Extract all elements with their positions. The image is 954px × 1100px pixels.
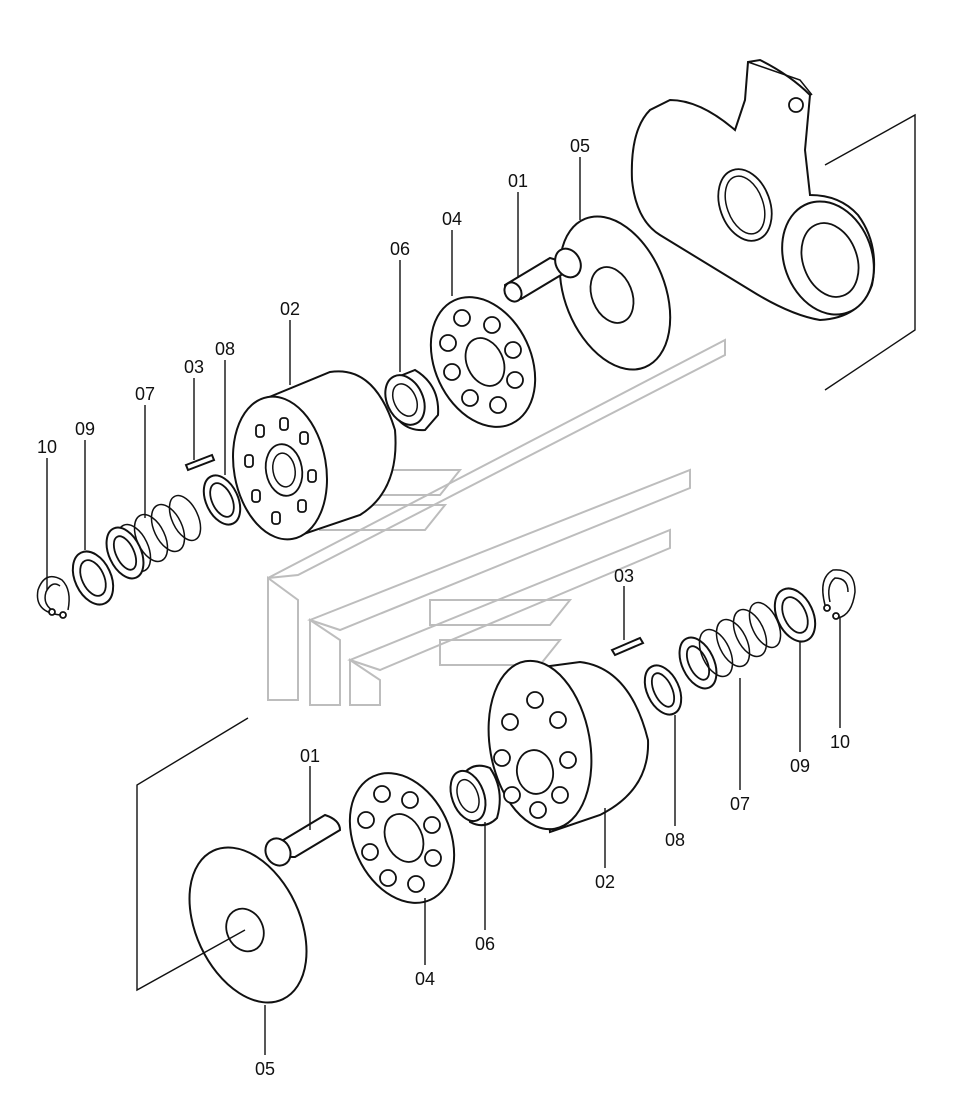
washer-upper — [202, 474, 242, 526]
spring-lower — [678, 601, 782, 690]
label-01-upper: 01 — [508, 171, 528, 191]
label-07-lower: 07 — [730, 794, 750, 814]
valve-plate-lower — [136, 717, 308, 1004]
leader-lines — [46, 157, 841, 1055]
spherical-bushing-lower — [449, 764, 501, 827]
label-06-upper: 06 — [390, 239, 410, 259]
valve-plate-upper — [558, 215, 672, 371]
cylinder-block-upper — [232, 370, 397, 541]
washer-09-lower — [773, 587, 817, 643]
label-07-upper: 07 — [135, 384, 155, 404]
washer-09-upper — [71, 550, 115, 606]
label-04-lower: 04 — [415, 969, 435, 989]
label-08-upper: 08 — [215, 339, 235, 359]
callout-labels: 01 05 04 06 02 08 03 07 09 10 03 10 09 0… — [37, 136, 850, 1079]
label-02-upper: 02 — [280, 299, 300, 319]
retainer-plate-upper — [429, 296, 537, 428]
label-10-upper: 10 — [37, 437, 57, 457]
label-01-lower: 01 — [300, 746, 320, 766]
label-03-lower: 03 — [614, 566, 634, 586]
pin-lower — [610, 636, 645, 657]
center-pin-lower — [264, 813, 342, 867]
label-10-lower: 10 — [830, 732, 850, 752]
pin-upper — [184, 453, 216, 472]
label-08-lower: 08 — [665, 830, 685, 850]
label-09-upper: 09 — [75, 419, 95, 439]
snap-ring-lower — [822, 569, 856, 620]
label-05-upper: 05 — [570, 136, 590, 156]
label-09-lower: 09 — [790, 756, 810, 776]
washer-lower — [643, 664, 683, 716]
center-pin-upper — [503, 247, 582, 303]
housing-bracket — [630, 58, 916, 391]
label-06-lower: 06 — [475, 934, 495, 954]
label-04-upper: 04 — [442, 209, 462, 229]
label-03-upper: 03 — [184, 357, 204, 377]
watermark-logo — [267, 338, 726, 706]
spring-upper — [105, 494, 202, 580]
spherical-bushing-upper — [384, 368, 440, 432]
retainer-plate-lower — [348, 772, 456, 904]
label-02-lower: 02 — [595, 872, 615, 892]
snap-ring-upper — [36, 575, 70, 619]
label-05-lower: 05 — [255, 1059, 275, 1079]
cylinder-block-lower — [487, 659, 650, 834]
